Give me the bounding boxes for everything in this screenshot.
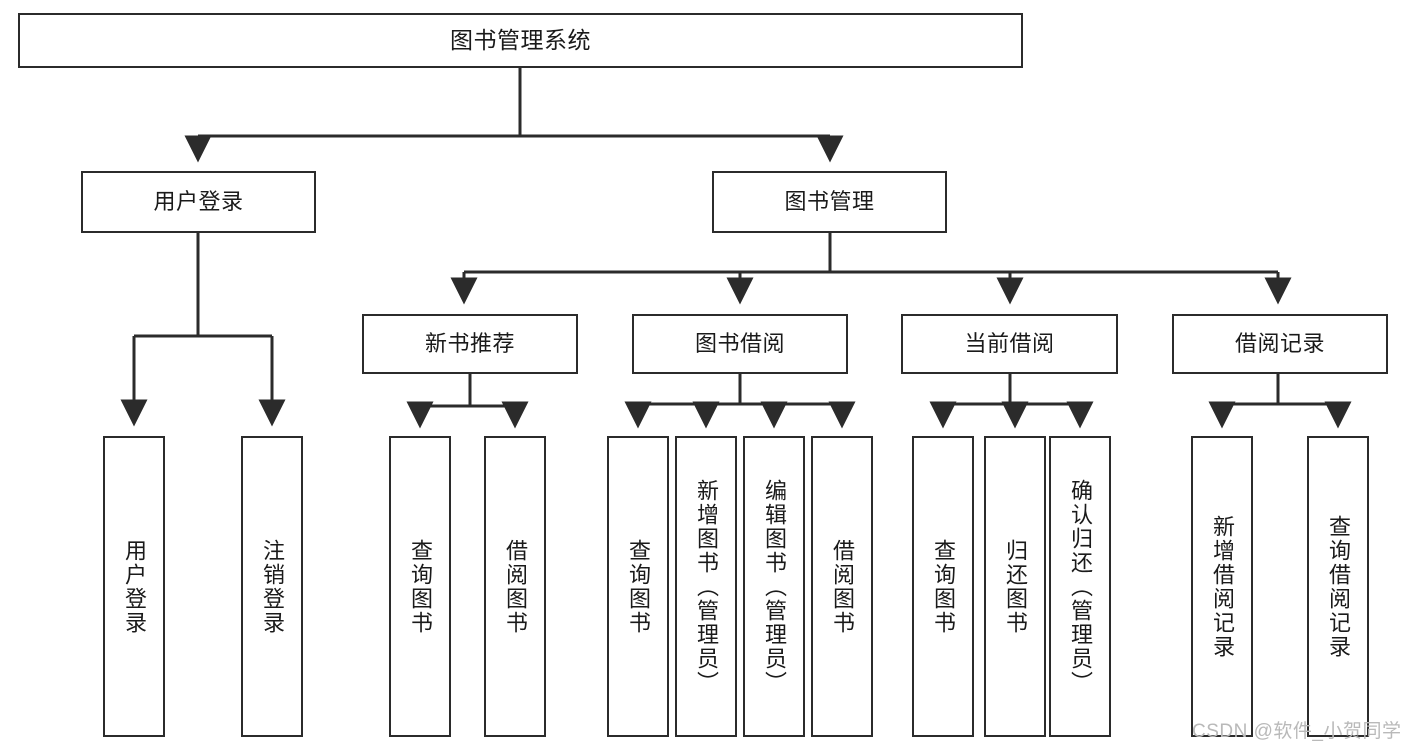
leaf-query-record[interactable]: 查询借阅记录 [1307, 436, 1369, 737]
leaf-query-book-1-label: 查询图书 [408, 538, 433, 635]
leaf-query-record-label: 查询借阅记录 [1326, 514, 1351, 659]
node-book-management[interactable]: 图书管理 [712, 171, 947, 233]
leaf-confirm-return-label: 确认归还（管理员） [1068, 478, 1093, 695]
leaf-borrow-book-2-label: 借阅图书 [830, 538, 855, 635]
leaf-borrow-book-2[interactable]: 借阅图书 [811, 436, 873, 737]
node-book-management-label: 图书管理 [784, 189, 875, 215]
node-current-borrow-label: 当前借阅 [964, 331, 1055, 357]
node-book-borrow[interactable]: 图书借阅 [632, 314, 848, 374]
leaf-logout[interactable]: 注销登录 [241, 436, 303, 737]
leaf-add-book[interactable]: 新增图书（管理员） [675, 436, 737, 737]
leaf-query-book-3-label: 查询图书 [931, 538, 956, 635]
leaf-edit-book[interactable]: 编辑图书（管理员） [743, 436, 805, 737]
leaf-add-book-label: 新增图书（管理员） [694, 478, 719, 695]
leaf-query-book-1[interactable]: 查询图书 [389, 436, 451, 737]
node-user-login-label: 用户登录 [153, 189, 244, 215]
leaf-query-book-2-label: 查询图书 [626, 538, 651, 635]
leaf-confirm-return[interactable]: 确认归还（管理员） [1049, 436, 1111, 737]
node-borrow-record-label: 借阅记录 [1234, 331, 1325, 357]
leaf-query-book-3[interactable]: 查询图书 [912, 436, 974, 737]
leaf-edit-book-label: 编辑图书（管理员） [762, 478, 787, 695]
leaf-borrow-book-1-label: 借阅图书 [503, 538, 528, 635]
leaf-logout-label: 注销登录 [260, 538, 285, 635]
node-new-book-recommend[interactable]: 新书推荐 [362, 314, 578, 374]
node-borrow-record[interactable]: 借阅记录 [1172, 314, 1388, 374]
leaf-add-record-label: 新增借阅记录 [1210, 514, 1235, 659]
leaf-return-book-label: 归还图书 [1003, 538, 1028, 635]
leaf-return-book[interactable]: 归还图书 [984, 436, 1046, 737]
leaf-query-book-2[interactable]: 查询图书 [607, 436, 669, 737]
leaf-borrow-book-1[interactable]: 借阅图书 [484, 436, 546, 737]
leaf-add-record[interactable]: 新增借阅记录 [1191, 436, 1253, 737]
node-root[interactable]: 图书管理系统 [18, 13, 1023, 68]
node-new-book-recommend-label: 新书推荐 [424, 331, 515, 357]
node-book-borrow-label: 图书借阅 [694, 331, 785, 357]
leaf-user-login-label: 用户登录 [122, 538, 147, 635]
node-root-label: 图书管理系统 [450, 26, 591, 53]
node-current-borrow[interactable]: 当前借阅 [901, 314, 1118, 374]
leaf-user-login[interactable]: 用户登录 [103, 436, 165, 737]
node-user-login[interactable]: 用户登录 [81, 171, 316, 233]
